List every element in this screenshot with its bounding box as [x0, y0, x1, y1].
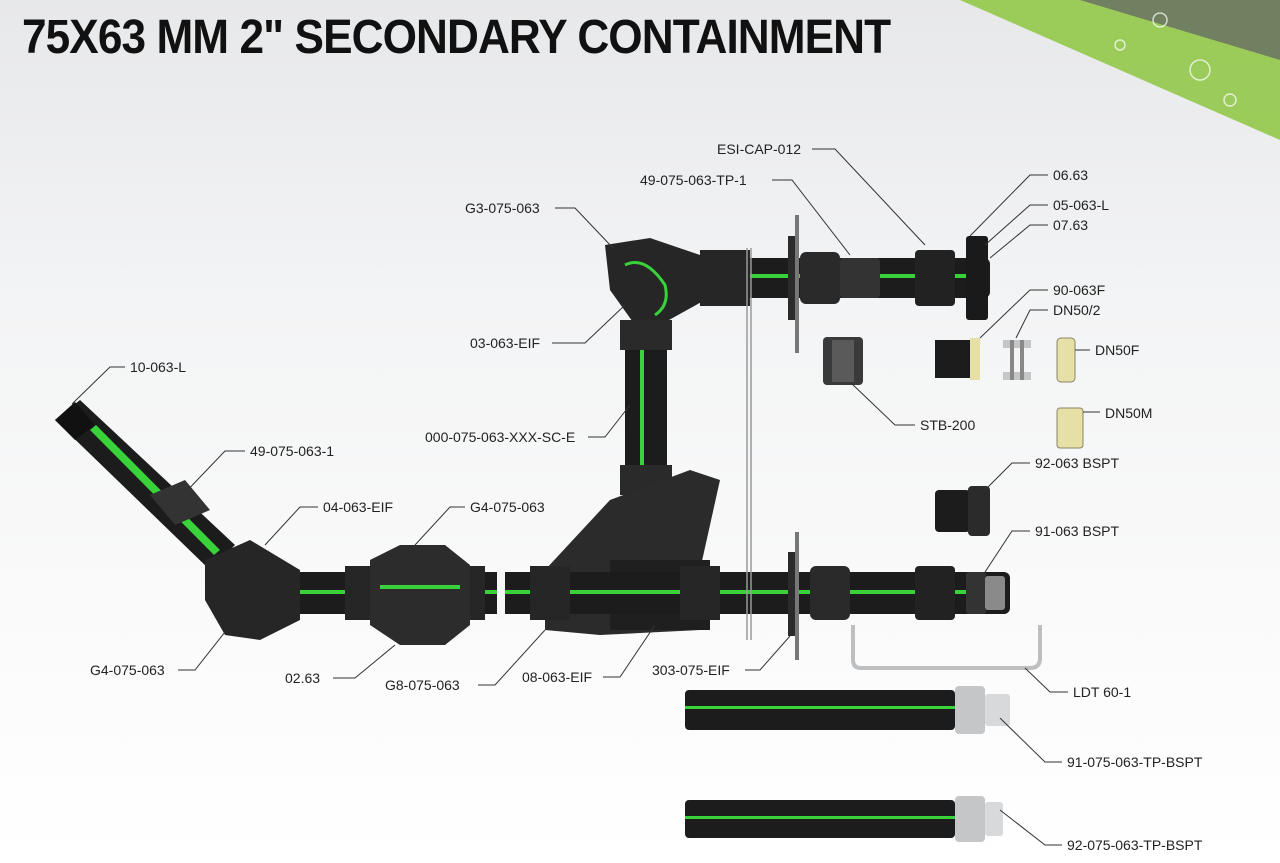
elbow-g3 [605, 238, 705, 325]
label-303-075-eif: 303-075-EIF [652, 662, 730, 678]
label-dn50-2: DN50/2 [1053, 302, 1101, 318]
break-lines [746, 248, 752, 640]
label-49-075-063-1: 49-075-063-1 [250, 443, 334, 459]
stb-200-part [823, 337, 863, 385]
angled-branch [55, 400, 300, 640]
label-04-063-eif: 04-063-EIF [323, 499, 393, 515]
fitting-92-063 [935, 486, 990, 536]
label-g8-075-063: G8-075-063 [385, 677, 460, 693]
label-08-063-eif: 08-063-EIF [522, 669, 592, 685]
label-06-63: 06.63 [1053, 167, 1088, 183]
label-g4-075-063-top: G4-075-063 [470, 499, 545, 515]
label-g4-075-063-left: G4-075-063 [90, 662, 165, 678]
label-stb-200: STB-200 [920, 417, 975, 433]
tp-bspt-92-pipe [685, 796, 1003, 842]
label-90-063f: 90-063F [1053, 282, 1105, 298]
label-03-063-eif: 03-063-EIF [470, 335, 540, 351]
leader-lines [71, 148, 1100, 846]
label-tp-1: 49-075-063-TP-1 [640, 172, 747, 188]
union-90-063f [935, 338, 980, 380]
leak-detector-tube [851, 625, 1042, 670]
adapter-dn50m [1056, 407, 1084, 449]
part-labels: ESI-CAP-012 49-075-063-TP-1 G3-075-063 0… [90, 141, 1203, 853]
upper-pipe-run [650, 215, 990, 353]
label-g3-075-063: G3-075-063 [465, 200, 540, 216]
vertical-pipe [620, 320, 672, 500]
label-91-063-bspt: 91-063 BSPT [1035, 523, 1119, 539]
label-10-063-l: 10-063-L [130, 359, 186, 375]
label-02-63: 02.63 [285, 670, 320, 686]
label-05-063-l: 05-063-L [1053, 197, 1109, 213]
label-esi-cap-012: ESI-CAP-012 [717, 141, 801, 157]
label-dn50m: DN50M [1105, 405, 1152, 421]
label-dn50f: DN50F [1095, 342, 1139, 358]
valve-g4 [370, 545, 470, 645]
label-92-063-bspt: 92-063 BSPT [1035, 455, 1119, 471]
label-92-tp-bspt: 92-075-063-TP-BSPT [1067, 837, 1203, 853]
label-sc-e: 000-075-063-XXX-SC-E [425, 429, 575, 445]
bolt-dn50-2 [1003, 340, 1031, 380]
tp-bspt-91-pipe [685, 686, 1010, 734]
page-title: 75X63 MM 2" SECONDARY CONTAINMENT [22, 11, 891, 64]
label-ldt-60-1: LDT 60-1 [1073, 684, 1131, 700]
label-91-tp-bspt: 91-075-063-TP-BSPT [1067, 754, 1203, 770]
label-07-63: 07.63 [1053, 217, 1088, 233]
adapter-dn50f [1056, 337, 1076, 383]
